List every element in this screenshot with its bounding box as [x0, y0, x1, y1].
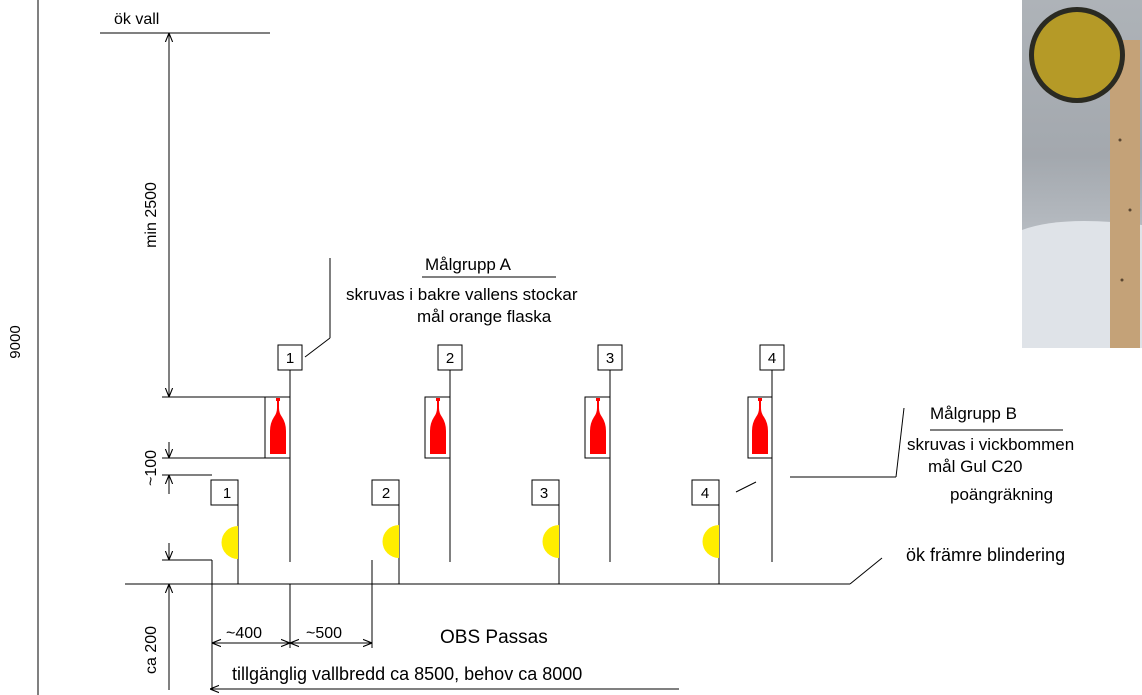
bottle-icon	[752, 398, 768, 454]
group-a-frame	[584, 396, 611, 459]
bottle-icon	[430, 398, 446, 454]
group-a-number: 4	[768, 350, 776, 367]
group-b-line2: mål Gul C20	[928, 457, 1022, 476]
group-a-target-2: 2	[424, 344, 463, 562]
bredd-label: tillgänglig vallbredd ca 8500, behov ca …	[232, 664, 582, 684]
target-photo-image	[1022, 7, 1142, 348]
framre-label: ök främre blindering	[906, 545, 1065, 565]
group-a-number: 1	[286, 350, 294, 367]
yellow-target-icon	[382, 525, 399, 558]
overall-dimension-label: 9000	[7, 325, 24, 358]
bottle-icon	[590, 398, 606, 454]
group-b-target-1: 1	[210, 479, 239, 584]
framre-leader	[849, 557, 883, 585]
group-b-line3: poängräkning	[950, 485, 1053, 504]
group-a-frame	[747, 396, 773, 459]
bottle-icon	[270, 398, 286, 454]
group-b-number: 1	[223, 485, 231, 502]
dim-200-label: ca 200	[143, 626, 160, 674]
group-b-target-4: 4	[691, 479, 720, 584]
group-a-frame	[424, 396, 451, 459]
min-2500-label: min 2500	[143, 182, 160, 248]
group-b-number: 3	[540, 485, 548, 502]
yellow-target-icon	[221, 526, 238, 559]
group-a-target-1: 1	[264, 344, 303, 562]
group-a-title: Målgrupp A	[425, 255, 512, 274]
group-a-frame	[264, 396, 291, 459]
group-a-target-3: 3	[584, 344, 623, 562]
group-b-line1: skruvas i vickbommen	[907, 435, 1074, 454]
group-b-number: 2	[382, 485, 390, 502]
group-b-leader-diagonal	[895, 407, 905, 478]
group-b-target-3: 3	[531, 479, 560, 584]
group-a-leader-diagonal	[304, 337, 331, 358]
group-a-line1: skruvas i bakre vallens stockar	[346, 285, 578, 304]
yellow-target-icon	[542, 525, 559, 558]
group-a-line2: mål orange flaska	[417, 307, 552, 326]
dim-500-label: ~500	[306, 625, 342, 642]
group-b-target-2: 2	[371, 479, 400, 584]
group-a-number: 3	[606, 350, 614, 367]
target-photo	[1022, 0, 1142, 348]
dim-400-label: ~400	[226, 625, 262, 642]
ok-vall-label: ök vall	[114, 11, 159, 28]
group-b-number: 4	[701, 485, 709, 502]
obs-label: OBS Passas	[440, 627, 548, 648]
group-b-title: Målgrupp B	[930, 404, 1017, 423]
wooden-pole	[1110, 40, 1140, 348]
dim-100-label: ~100	[143, 450, 160, 486]
group-a-target-4: 4	[747, 344, 785, 562]
group-b-short-leader	[735, 481, 757, 493]
group-a-number: 2	[446, 350, 454, 367]
yellow-target-icon	[702, 525, 719, 558]
